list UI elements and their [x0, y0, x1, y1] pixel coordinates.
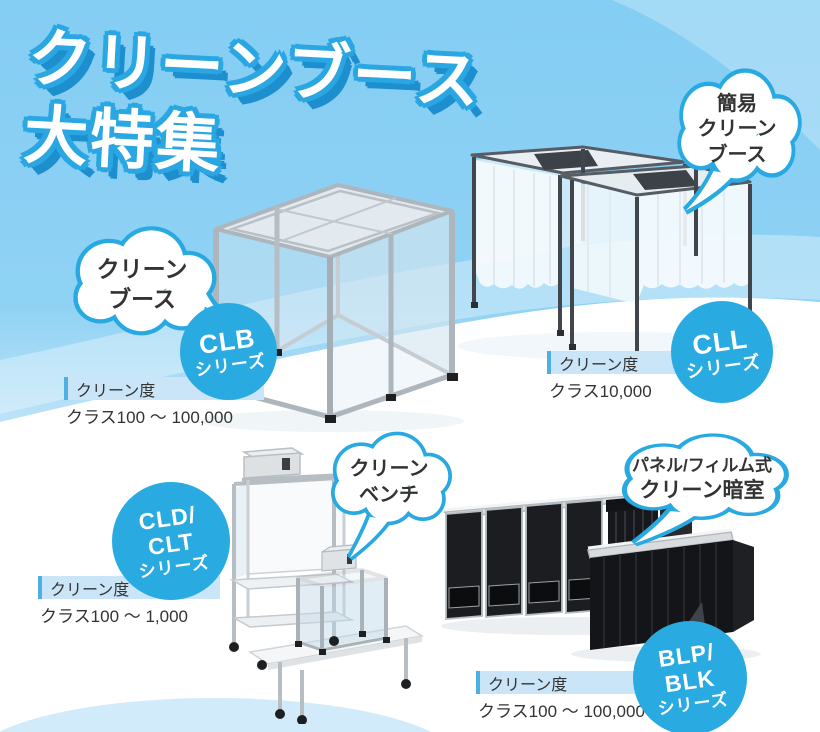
cll-bubble-cloud-shape: [677, 68, 802, 215]
cll-cleanliness-label: クリーン度: [559, 356, 639, 374]
blp-blk-bubble-cloud-shape: [621, 433, 789, 547]
cld-clt-product-photo: [229, 447, 425, 724]
blp-blk-product-photo: [441, 490, 761, 662]
blp-blk-cleanliness-class-value: クラス100 ～ 100,000: [478, 702, 645, 721]
cld-clt-series-badge: CLD/ CLT シリーズ: [112, 482, 230, 600]
cll-speech-bubble: 簡易 クリーン ブース: [664, 64, 810, 215]
clb-product-photo: [200, 183, 464, 432]
cll-cleanliness-class-value: クラス10,000: [549, 382, 652, 401]
cld-clt-bubble-line1: クリーン: [349, 458, 429, 480]
blp-blk-cleanliness-label: クリーン度: [488, 676, 568, 694]
cld-clt-bubble-line2: ベンチ: [359, 484, 419, 506]
clb-cleanliness-class-value: クラス100 ～ 100,000: [66, 408, 233, 427]
clb-bubble-line1: クリーン: [96, 256, 188, 283]
blp-blk-bubble-line1: パネル/フィルム式: [631, 456, 773, 476]
cll-bubble-line3: ブース: [707, 143, 767, 166]
clb-cleanliness-label: クリーン度: [76, 382, 156, 400]
cll-series-badge: CLL シリーズ: [671, 301, 773, 403]
cll-cleanliness-label-bar: クリーン度: [547, 351, 704, 374]
cll-bubble-line1: 簡易: [717, 92, 757, 115]
clb-speech-bubble: クリーン ブース: [58, 222, 228, 348]
clb-bubble-cloud-shape: [73, 226, 228, 336]
blp-blk-speech-bubble: パネル/フィルム式 クリーン暗室: [604, 430, 800, 547]
cld-clt-cleanliness-label: クリーン度: [50, 581, 130, 599]
blp-blk-cleanliness-label-bar: クリーン度: [476, 671, 650, 694]
cld-clt-speech-bubble: クリーン ベンチ: [318, 428, 460, 561]
cld-clt-cleanliness-class-value: クラス100 ～ 1,000: [40, 607, 189, 626]
clb-bubble-line2: ブース: [108, 286, 176, 312]
blp-blk-series-badge: BLP/ BLK シリーズ: [633, 621, 747, 732]
clb-series-badge: CLB シリーズ: [180, 303, 277, 400]
cld-clt-bubble-cloud-shape: [330, 431, 452, 561]
cll-bubble-line2: クリーン: [697, 118, 777, 141]
blp-blk-bubble-line2: クリーン暗室: [639, 479, 765, 503]
